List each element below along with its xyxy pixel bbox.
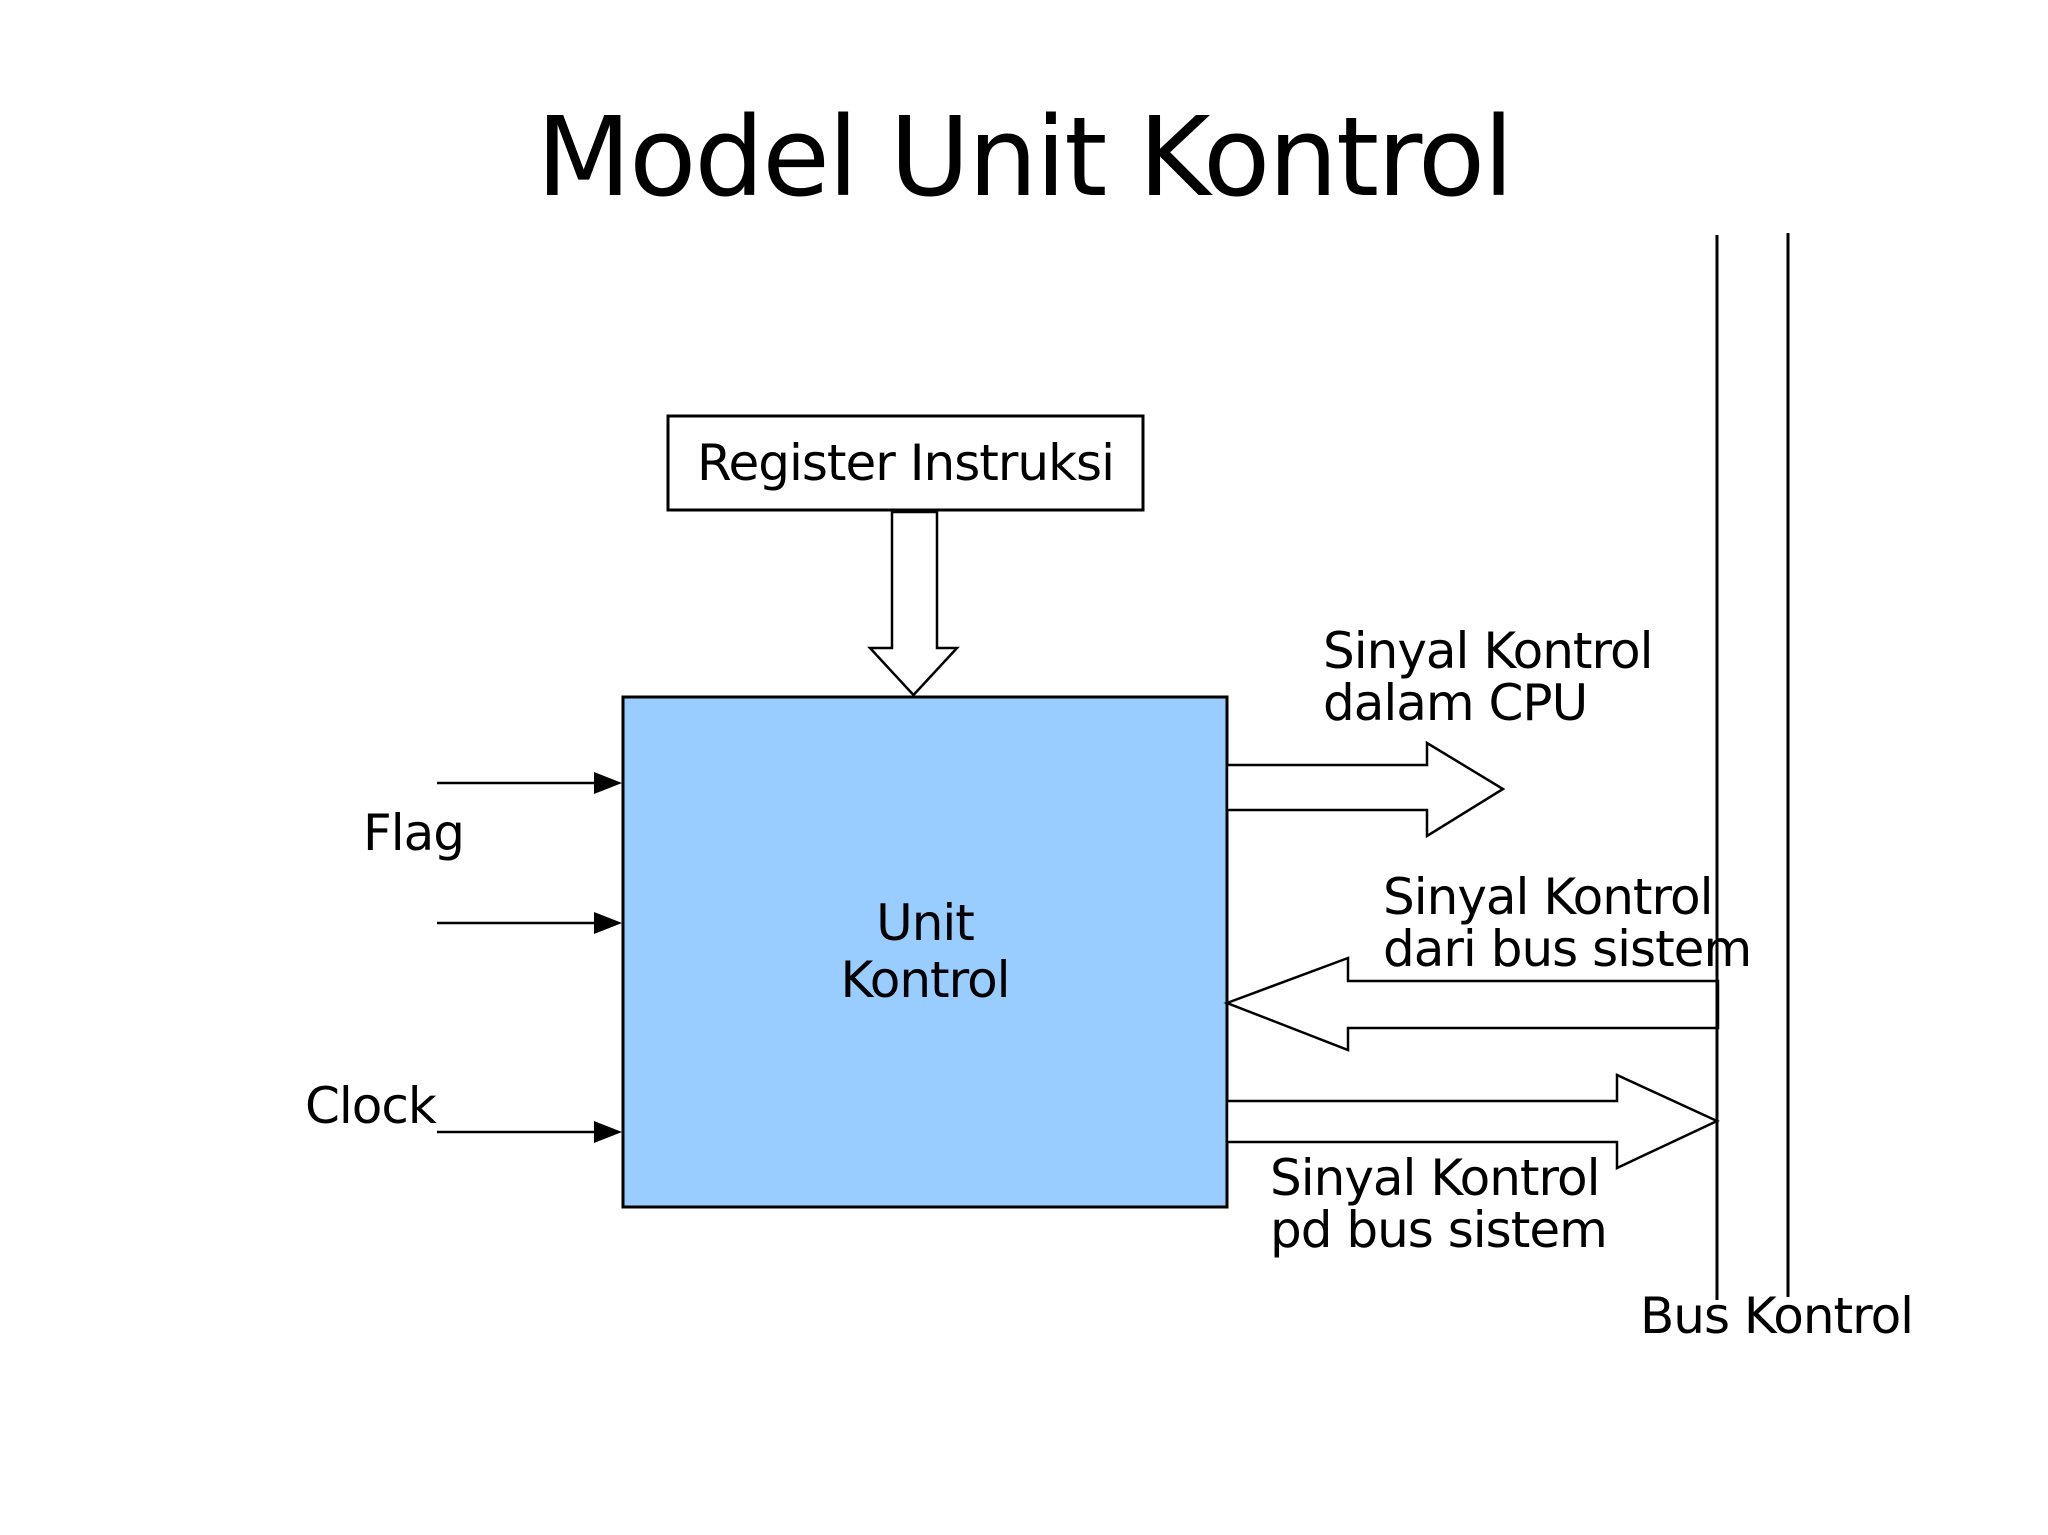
- cpu-signal-label: Sinyal Kontrol dalam CPU: [1323, 622, 1653, 732]
- to-bus-signal-label-line2: pd bus sistem: [1270, 1201, 1608, 1259]
- clock-input-arrow: [437, 1121, 622, 1143]
- from-bus-signal-label: Sinyal Kontrol dari bus sistem: [1383, 868, 1752, 978]
- to-bus-signal-label-line1: Sinyal Kontrol: [1270, 1149, 1600, 1207]
- register-instruksi-box: [666, 414, 1145, 512]
- page-title: Model Unit Kontrol: [536, 93, 1514, 221]
- bus-kontrol-label: Bus Kontrol: [1640, 1287, 1914, 1345]
- cpu-signal-arrow: [1225, 740, 1506, 839]
- from-bus-signal-label-line2: dari bus sistem: [1383, 920, 1752, 978]
- to-bus-signal-label: Sinyal Kontrol pd bus sistem: [1270, 1149, 1608, 1259]
- clock-label: Clock: [305, 1077, 437, 1135]
- flag-label: Flag: [363, 804, 465, 862]
- cpu-signal-label-line2: dalam CPU: [1323, 674, 1588, 732]
- flag-input-arrow: [437, 772, 622, 794]
- unit-kontrol-label-line1: Unit: [876, 894, 975, 952]
- unit-kontrol-label: Unit Kontrol: [623, 697, 1227, 1207]
- to-bus-signal-arrow: [1225, 1073, 1720, 1170]
- unit-kontrol-label-line2: Kontrol: [840, 951, 1010, 1009]
- unit-kontrol-box: [621, 695, 1229, 1209]
- flag-input-arrow-2: [437, 912, 622, 934]
- instruction-down-arrow: [867, 510, 960, 697]
- from-bus-signal-label-line1: Sinyal Kontrol: [1383, 868, 1713, 926]
- from-bus-signal-arrow: [1223, 956, 1720, 1052]
- cpu-signal-label-line1: Sinyal Kontrol: [1323, 622, 1653, 680]
- register-instruksi-label: Register Instruksi: [697, 434, 1115, 492]
